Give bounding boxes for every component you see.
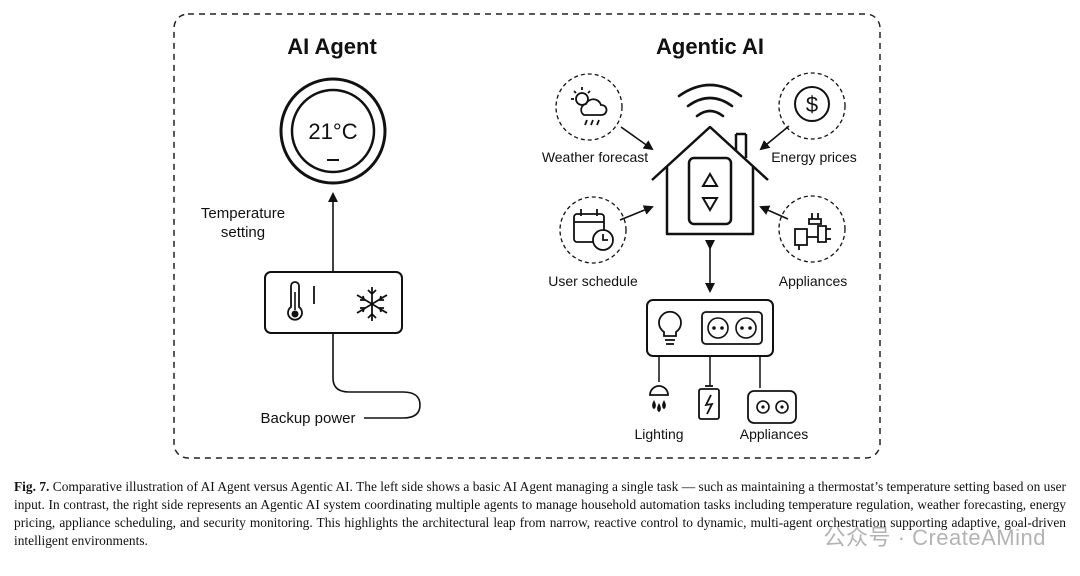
battery-icon — [698, 385, 720, 420]
energy-agent-circle — [778, 72, 846, 140]
caption-text: Comparative illustration of AI Agent ver… — [14, 479, 1066, 548]
user-schedule-label: User schedule — [548, 273, 638, 289]
weather-to-house-arrow — [620, 126, 654, 151]
wifi-icon — [677, 83, 743, 118]
bulb-icon — [658, 310, 682, 345]
plug-icon — [794, 213, 831, 250]
arrow-up-icon — [701, 172, 719, 187]
outer-dashed-frame — [173, 13, 881, 459]
backup-power-cable — [332, 333, 421, 419]
weather-forecast-label: Weather forecast — [542, 149, 648, 165]
house-icon — [651, 125, 769, 236]
snowflake-icon — [356, 287, 388, 321]
thermostat-icon — [279, 77, 387, 185]
lamp-icon — [649, 385, 669, 413]
ai-agent-title: AI Agent — [287, 34, 377, 59]
temperature-label-line2: setting — [221, 224, 265, 241]
schedule-agent-circle — [559, 196, 627, 264]
power-strip — [646, 299, 774, 357]
schedule-to-house-arrow — [619, 205, 654, 221]
temperature-label-line1: Temperature — [201, 205, 285, 222]
backup-power-label: Backup power — [260, 410, 355, 427]
weather-agent-circle — [555, 73, 623, 141]
svg-text:$: $ — [806, 92, 818, 117]
energy-to-house-arrow — [759, 125, 790, 151]
figure-number: Fig. 7. — [14, 479, 50, 494]
watermark: 公众号 · CreateAMind — [823, 525, 1046, 550]
agentic-ai-title: Agentic AI — [656, 34, 764, 59]
double-socket-icon — [701, 311, 763, 345]
appliances-output-label: Appliances — [740, 426, 809, 442]
thermometer-icon — [287, 281, 315, 321]
comparison-diagram: AI Agent 21°C Temperature setting Backup… — [173, 13, 881, 459]
socket-icon — [747, 390, 797, 424]
arrow-down-icon — [701, 197, 719, 212]
thermostat-reading: 21°C — [308, 119, 357, 144]
weather-icon — [571, 87, 608, 126]
appliances-agent-label: Appliances — [779, 273, 848, 289]
energy-prices-label: Energy prices — [771, 149, 857, 165]
figure-caption: Fig. 7. Comparative illustration of AI A… — [14, 478, 1066, 550]
dollar-icon: $ — [794, 86, 830, 122]
calendar-clock-icon — [573, 209, 614, 251]
lighting-label: Lighting — [634, 426, 683, 442]
appliances-to-house-arrow — [759, 205, 789, 220]
appliances-agent-circle — [778, 195, 846, 263]
control-box — [264, 271, 403, 334]
